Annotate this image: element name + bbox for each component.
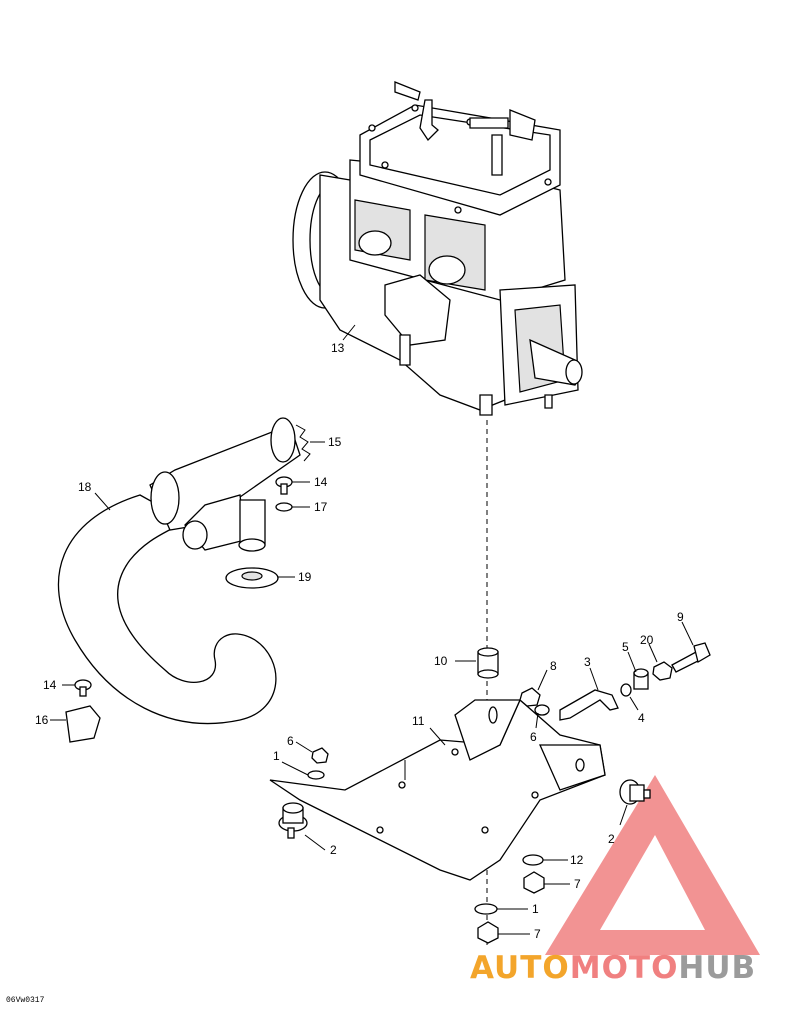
callout-7a: 7 [574, 877, 581, 891]
hex-nut [652, 661, 673, 681]
nut-7-upper [523, 871, 545, 894]
callout-12: 12 [570, 853, 584, 867]
callout-4: 4 [638, 711, 645, 725]
rubber-mount-left [278, 802, 308, 839]
washer-1 [474, 903, 498, 915]
callout-17: 17 [314, 500, 328, 514]
bushing [633, 668, 649, 690]
figure-code: 06Vw0317 [6, 996, 45, 1005]
flat-washer-left [307, 770, 325, 780]
washer-12 [522, 854, 544, 866]
watermark-triangle [545, 775, 760, 955]
callout-8: 8 [550, 659, 557, 673]
callout-15: 15 [328, 435, 342, 449]
small-washer [620, 683, 632, 697]
grommet [225, 567, 279, 589]
callout-13: 13 [331, 341, 345, 355]
watermark-moto: MOTO [569, 950, 679, 986]
callout-9: 9 [677, 610, 684, 624]
washer [275, 502, 293, 512]
nut [519, 687, 541, 707]
callout-1b: 1 [532, 902, 539, 916]
watermark-hub: HUB [678, 950, 757, 986]
rubber-mount-right [619, 779, 651, 805]
nut-left [311, 747, 329, 764]
screw-lower [74, 679, 92, 697]
callout-6b: 6 [530, 730, 537, 744]
callout-11: 11 [412, 714, 425, 728]
callout-2b: 2 [608, 832, 615, 846]
callout-14a: 14 [314, 475, 328, 489]
callout-3: 3 [584, 655, 591, 669]
callout-5: 5 [622, 640, 629, 654]
muffler [57, 417, 301, 725]
callout-14b: 14 [43, 678, 57, 692]
callout-18: 18 [78, 480, 92, 494]
watermark-logo: AUTOMOTOHUB [470, 950, 756, 986]
engine [292, 81, 583, 416]
callout-20: 20 [640, 633, 654, 647]
callout-7b: 7 [534, 927, 541, 941]
nut-7-lower [477, 921, 499, 944]
spring [295, 424, 311, 462]
bracket [65, 705, 101, 743]
bolt [671, 642, 711, 673]
screw [275, 476, 293, 495]
callout-10: 10 [434, 654, 448, 668]
spacer [477, 647, 499, 679]
mount-bracket [559, 689, 619, 721]
callout-6a: 6 [287, 734, 294, 748]
callout-19: 19 [298, 570, 312, 584]
engine-mount-plate [269, 698, 606, 881]
watermark-auto: AUTO [470, 950, 570, 986]
lock-washer [534, 704, 550, 716]
callout-1a: 1 [273, 749, 280, 763]
callout-16: 16 [35, 713, 49, 727]
callout-2a: 2 [330, 843, 337, 857]
